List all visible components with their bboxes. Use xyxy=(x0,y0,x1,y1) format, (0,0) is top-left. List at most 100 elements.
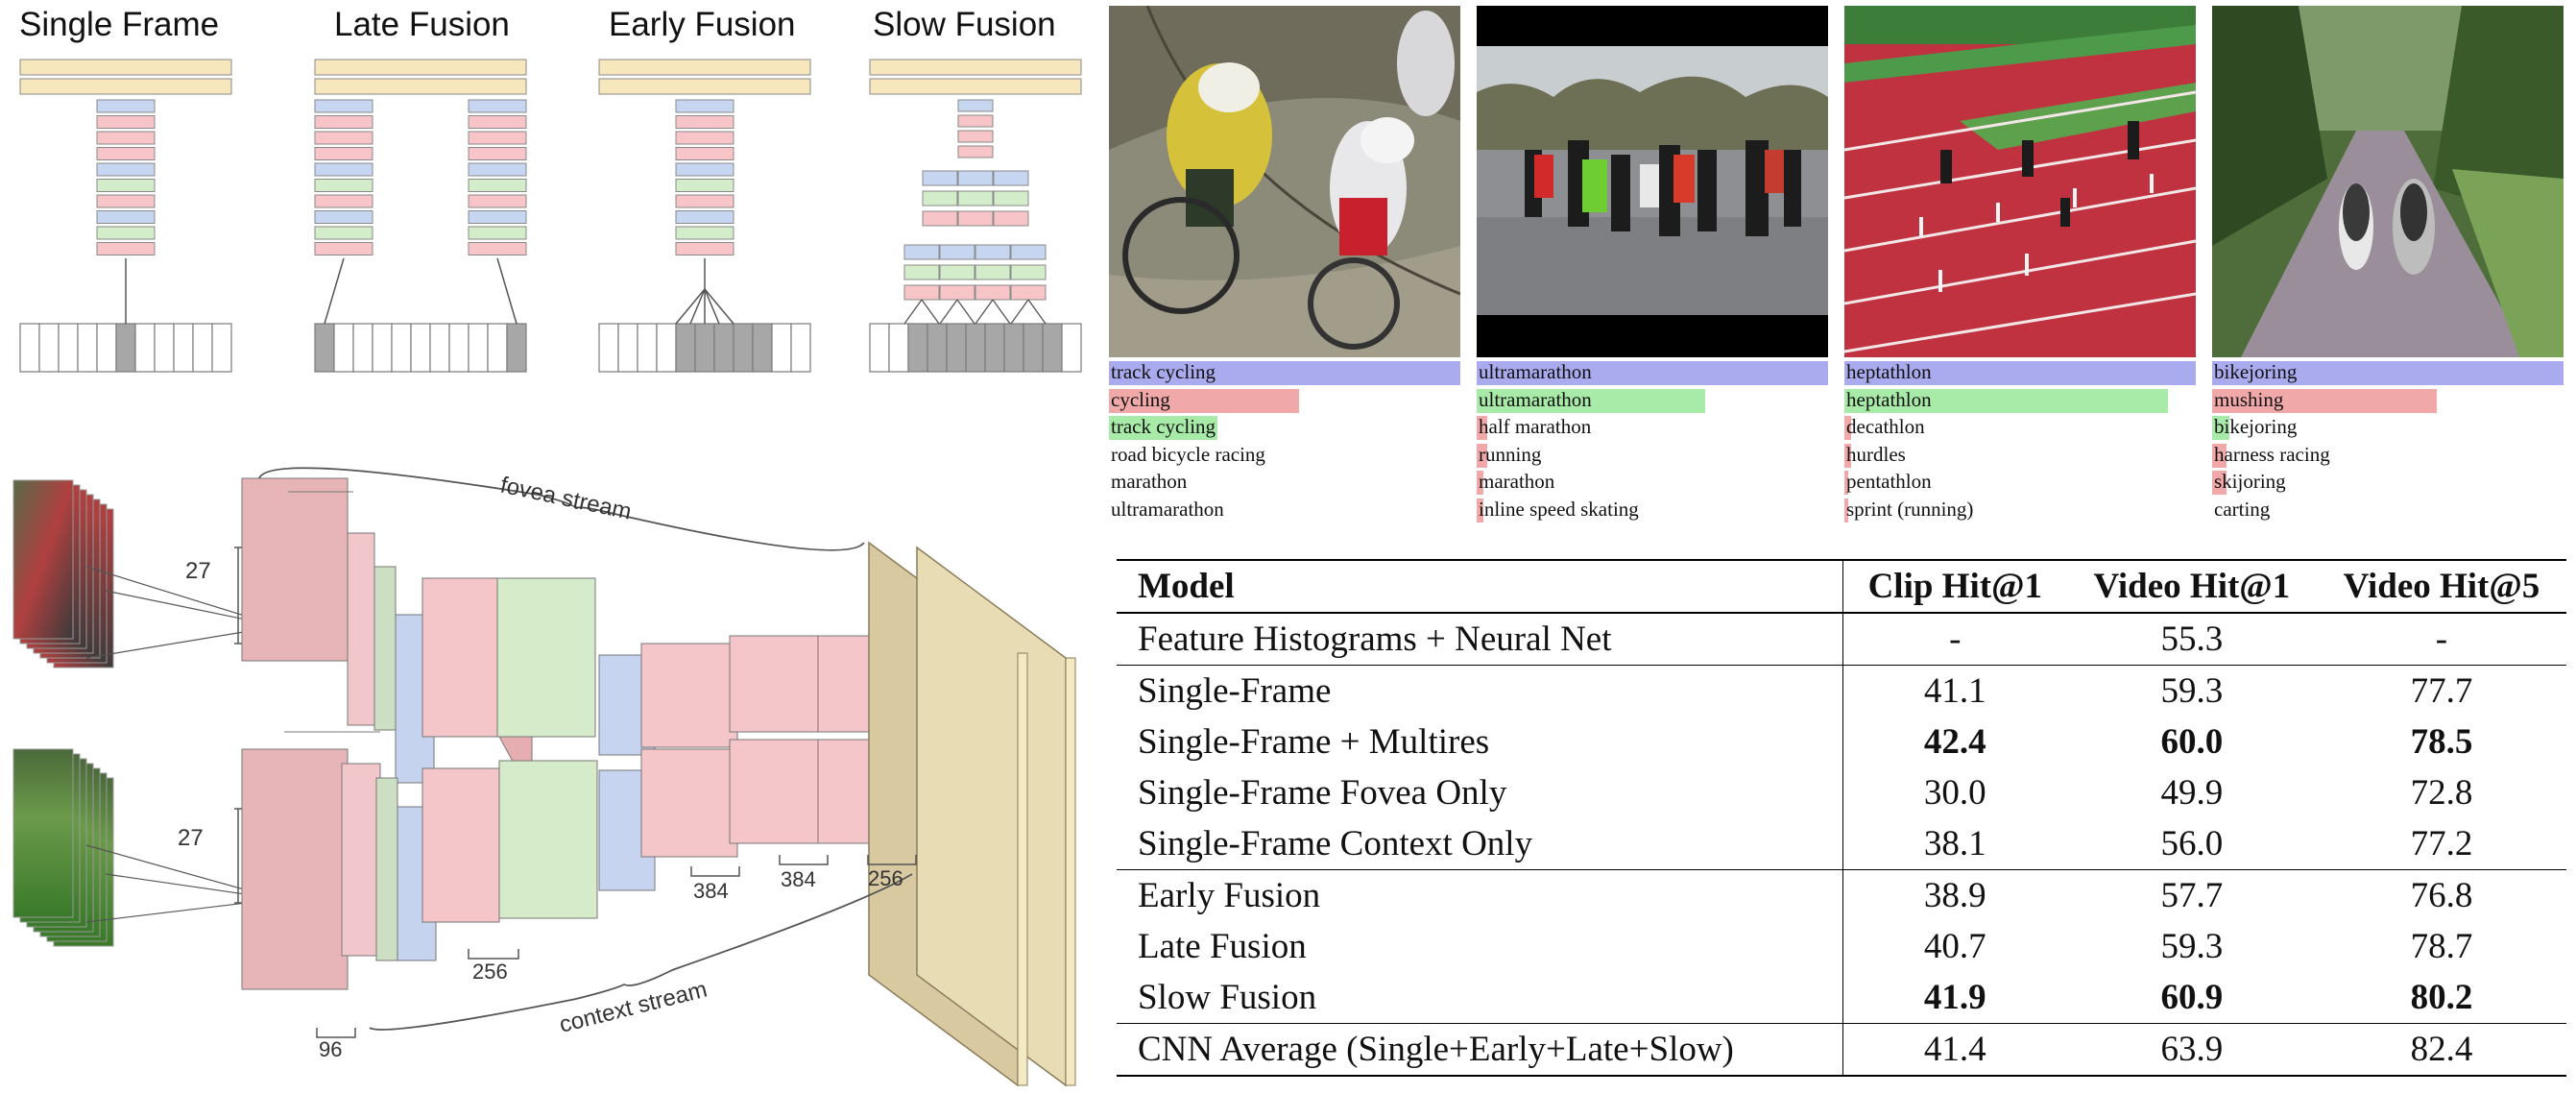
frame-cell xyxy=(372,323,393,373)
prediction-row: heptathlon xyxy=(1844,387,2196,415)
prediction-label: track cycling xyxy=(1111,415,1216,438)
frame-cell xyxy=(352,323,373,373)
prediction-bar xyxy=(1844,388,2168,413)
conv-layer xyxy=(993,210,1029,227)
conv-layer xyxy=(468,131,527,145)
prediction-bar xyxy=(1844,498,1848,523)
conv-layer xyxy=(96,226,156,240)
frame-cell xyxy=(888,323,909,373)
conv-layer xyxy=(922,190,958,207)
frame-cell xyxy=(410,323,431,373)
prediction-label: harness racing xyxy=(2214,442,2330,466)
connector xyxy=(992,299,1011,325)
size-label-384-b: 384 xyxy=(781,867,816,891)
track-image xyxy=(1844,6,2196,357)
table-cell-vh5: 77.7 xyxy=(2316,665,2566,717)
conv-layer xyxy=(957,130,994,143)
table-cell-clip: 41.9 xyxy=(1923,978,1986,1017)
conv-layer xyxy=(314,115,373,129)
frame-cell xyxy=(391,323,412,373)
context-conv1-front xyxy=(241,748,349,990)
conv-layer xyxy=(468,194,527,208)
results-table: Model Clip Hit@1 Video Hit@1 Video Hit@5… xyxy=(1117,559,2566,1077)
prediction-bar xyxy=(2212,388,2438,413)
frame-cell xyxy=(598,323,619,373)
prediction-label: half marathon xyxy=(1479,415,1592,438)
table-row: CNN Average (Single+Early+Late+Slow)41.4… xyxy=(1117,1023,2566,1077)
prediction-label: ultramarathon xyxy=(1479,387,1592,411)
frame-cell xyxy=(333,323,354,373)
table-cell-model: Single-Frame + Multires xyxy=(1117,717,1843,767)
thumbnail-track xyxy=(1844,6,2196,357)
fc-layer xyxy=(19,59,232,76)
table-cell-vh1: 60.9 xyxy=(2160,978,2224,1017)
conv-layer xyxy=(922,170,958,186)
table-cell-model: Single-Frame Context Only xyxy=(1117,818,1843,870)
marathon-image xyxy=(1477,6,1828,357)
frame-cell xyxy=(694,323,715,373)
prediction-row: ultramarathon xyxy=(1477,387,1828,415)
conv-layer xyxy=(957,99,994,112)
prediction-row: inline speed skating xyxy=(1477,497,1828,524)
header-video-hit5: Video Hit@5 xyxy=(2316,559,2566,614)
fovea-norm1-front xyxy=(373,566,397,731)
conv-layer xyxy=(314,194,373,208)
conv-layer xyxy=(903,264,940,280)
connector xyxy=(975,299,994,325)
size-bracket xyxy=(468,949,519,960)
table-cell-vh1: 49.9 xyxy=(2160,773,2224,813)
connector xyxy=(704,288,734,325)
size-bracket xyxy=(779,855,829,865)
fovea-conv2-front xyxy=(421,577,500,738)
table-cell-model: Late Fusion xyxy=(1117,921,1843,972)
frame-cell xyxy=(154,323,175,373)
conv-layer xyxy=(975,264,1011,280)
frame-cell xyxy=(1003,323,1024,373)
conv-layer xyxy=(468,147,527,160)
conv-layer xyxy=(903,284,940,301)
conv-layer xyxy=(957,145,994,158)
prediction-bar xyxy=(2212,471,2227,495)
size-bracket xyxy=(867,855,917,865)
frame-cell xyxy=(506,323,527,373)
conv-layer xyxy=(314,226,373,240)
connector xyxy=(939,299,958,325)
size-label-384-a: 384 xyxy=(693,879,729,903)
context-conv3-front xyxy=(640,748,738,858)
prediction-row: bikejoring xyxy=(2212,359,2564,387)
frame-cell xyxy=(733,323,754,373)
connector xyxy=(324,257,345,325)
prediction-row: skijoring xyxy=(2212,469,2564,497)
conv-layer xyxy=(1010,264,1047,280)
prediction-label: pentathlon xyxy=(1846,470,1932,493)
prediction-row: road bicycle racing xyxy=(1109,442,1460,470)
table-cell-clip: 41.1 xyxy=(1842,665,2067,717)
conv-layer xyxy=(903,244,940,260)
conv-layer xyxy=(314,147,373,160)
prediction-label: mushing xyxy=(2214,387,2284,411)
prediction-row: heptathlon xyxy=(1844,359,2196,387)
size-bracket xyxy=(690,866,740,877)
context-brace xyxy=(369,873,913,1031)
conv-layer xyxy=(675,115,734,129)
connector xyxy=(704,288,720,325)
prediction-label: bikejoring xyxy=(2214,360,2298,383)
prediction-label: cycling xyxy=(1111,387,1170,411)
prediction-bar xyxy=(1477,498,1484,523)
connector xyxy=(903,299,923,325)
frame-cell xyxy=(429,323,450,373)
conv-layer xyxy=(957,170,994,186)
conv-layer xyxy=(675,194,734,208)
fc-layer xyxy=(869,59,1082,76)
prediction-bar xyxy=(2212,443,2227,468)
prediction-row: marathon xyxy=(1109,469,1460,497)
fovea-conv1-edge-front xyxy=(347,532,375,726)
fovea-conv4-front xyxy=(729,635,827,733)
frame-cell xyxy=(713,323,734,373)
prediction-bar xyxy=(2212,416,2230,440)
